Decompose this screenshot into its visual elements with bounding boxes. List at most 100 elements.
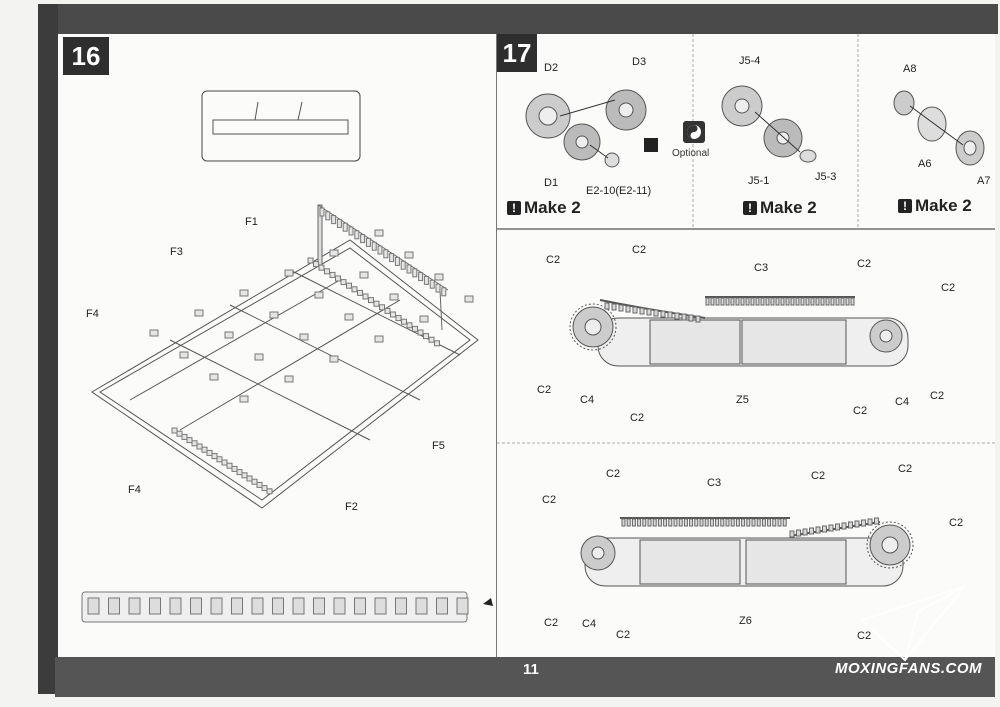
track-tooth xyxy=(657,518,662,527)
track-tooth xyxy=(740,297,745,306)
track-tooth xyxy=(673,518,678,527)
track-link xyxy=(239,289,249,297)
track-tooth xyxy=(646,308,652,316)
track-link xyxy=(284,269,294,277)
track-link xyxy=(226,462,233,469)
track-link xyxy=(354,597,366,615)
track-link xyxy=(108,597,120,615)
track-tooth xyxy=(371,241,377,251)
track-link xyxy=(221,459,228,466)
track-tooth xyxy=(730,297,735,306)
track-tooth xyxy=(848,521,853,529)
track-tooth xyxy=(715,518,720,527)
track-tooth xyxy=(412,268,418,278)
track-assembly-upper xyxy=(569,296,909,367)
track-link xyxy=(464,295,474,303)
track-tooth xyxy=(777,518,782,527)
track-tooth xyxy=(365,237,371,247)
label-c3: C3 xyxy=(754,262,769,274)
track-tooth xyxy=(695,315,701,323)
track-tooth xyxy=(678,518,683,527)
track-tooth xyxy=(618,304,624,312)
track-tooth xyxy=(715,297,720,306)
track-link xyxy=(374,597,387,615)
track-tooth xyxy=(820,297,825,306)
track-tooth xyxy=(342,222,348,232)
track-link xyxy=(389,293,399,301)
track-tooth xyxy=(435,283,441,293)
track-tooth xyxy=(790,297,795,306)
track-tooth xyxy=(423,275,429,285)
track-link xyxy=(179,351,189,359)
step-16-number: 16 xyxy=(63,37,109,75)
track-tooth xyxy=(796,529,801,537)
sprocket-j xyxy=(721,85,817,163)
track-tooth xyxy=(319,207,325,217)
track-link xyxy=(224,331,234,339)
track-link xyxy=(362,293,369,300)
label-c2: C2 xyxy=(898,463,913,475)
label-f1: F1 xyxy=(245,216,258,228)
track-tooth xyxy=(389,253,395,263)
label-c2: C2 xyxy=(542,494,557,506)
track-link xyxy=(456,597,469,615)
label-c2: C2 xyxy=(857,258,872,270)
track-link xyxy=(379,304,385,311)
track-tooth xyxy=(854,520,860,528)
track-tooth xyxy=(809,527,814,535)
track-tooth xyxy=(735,297,740,306)
track-tooth xyxy=(681,313,687,321)
track-link xyxy=(333,597,346,615)
track-tooth xyxy=(441,287,447,297)
track-link xyxy=(149,597,161,615)
track-tooth xyxy=(626,518,631,527)
track-tooth xyxy=(720,518,725,527)
track-link xyxy=(417,329,424,336)
track-tooth xyxy=(745,297,750,306)
label-c2: C2 xyxy=(949,517,964,529)
make-2-sub1: !Make 2 xyxy=(507,198,581,218)
step-16-panel xyxy=(58,34,497,657)
track-link xyxy=(251,597,264,615)
label-c2: C2 xyxy=(811,470,826,482)
track-tooth xyxy=(688,314,694,322)
exclamation-icon: ! xyxy=(507,201,521,215)
track-tooth xyxy=(611,303,617,311)
track-link xyxy=(419,315,429,323)
track-link xyxy=(335,275,341,282)
track-tooth xyxy=(751,518,756,527)
label-c4: C4 xyxy=(580,394,595,406)
label-c2: C2 xyxy=(630,412,645,424)
track-tooth xyxy=(756,518,761,527)
track-link xyxy=(412,325,418,332)
track-link xyxy=(87,597,100,615)
track-link xyxy=(314,291,324,299)
track-link xyxy=(329,249,339,257)
bottom-bar xyxy=(55,657,995,697)
track-link xyxy=(434,340,440,347)
label-d1: D1 xyxy=(544,177,559,189)
track-tooth xyxy=(621,518,626,527)
track-link xyxy=(401,318,407,325)
track-link xyxy=(269,311,279,319)
track-tooth xyxy=(429,279,435,289)
track-tooth xyxy=(604,302,610,310)
make-2-sub2: !Make 2 xyxy=(743,198,817,218)
track-tooth xyxy=(336,218,342,228)
track-tooth xyxy=(694,518,699,527)
wheel-a xyxy=(893,90,985,166)
track-link xyxy=(357,289,363,296)
track-tooth xyxy=(800,297,805,306)
track-tooth xyxy=(725,518,730,527)
track-link xyxy=(239,395,249,403)
track-link xyxy=(324,268,330,275)
track-tooth xyxy=(850,297,855,306)
track-tooth xyxy=(765,297,770,306)
paper-plane-logo xyxy=(860,583,968,662)
label-j5-4: J5-4 xyxy=(739,55,761,67)
left-bar xyxy=(38,4,58,694)
track-link xyxy=(190,597,202,615)
label-c2: C2 xyxy=(853,405,868,417)
track-tooth xyxy=(810,297,815,306)
